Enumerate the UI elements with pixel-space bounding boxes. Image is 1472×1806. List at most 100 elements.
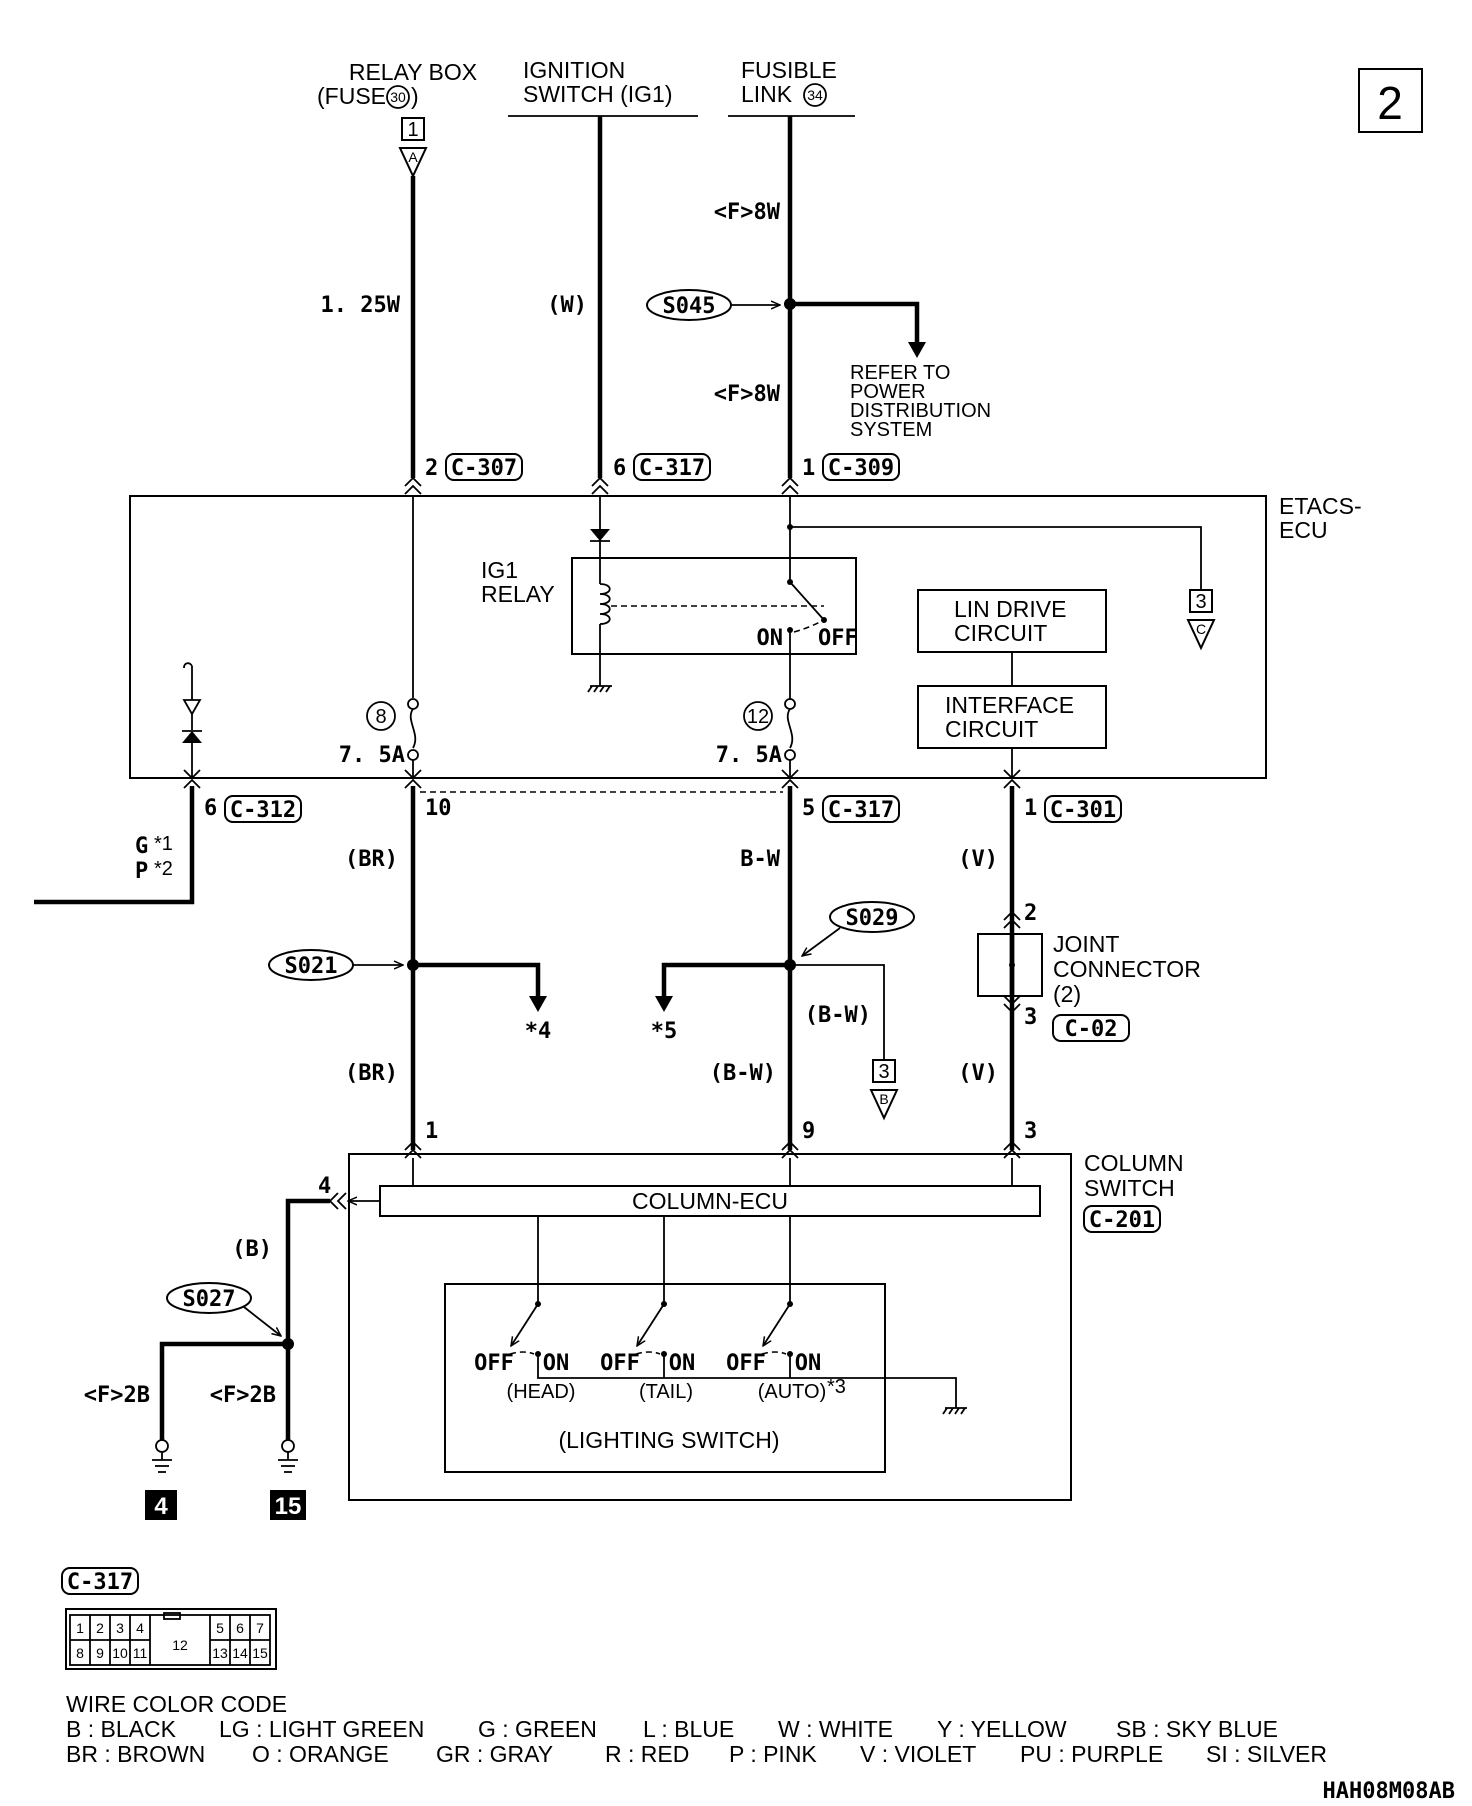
svg-text:SB : SKY BLUE: SB : SKY BLUE bbox=[1116, 1716, 1278, 1742]
ig1-relay-label: IG1 bbox=[481, 557, 518, 583]
svg-text:SWITCH (IG1): SWITCH (IG1) bbox=[523, 81, 673, 107]
column-pin-1: 1 bbox=[425, 1119, 438, 1144]
svg-text:13: 13 bbox=[212, 1645, 228, 1661]
wire-label: (V) bbox=[958, 1061, 998, 1086]
connector-c309: 1 C-309 bbox=[802, 453, 900, 481]
lighting-switch-head: OFF ON (HEAD) bbox=[474, 1216, 575, 1403]
svg-text:SYSTEM: SYSTEM bbox=[850, 419, 932, 441]
wire-label: B-W bbox=[740, 847, 780, 872]
wire-label: <F>8W bbox=[714, 382, 781, 407]
svg-text:O : ORANGE: O : ORANGE bbox=[252, 1741, 389, 1767]
wire-label: (W) bbox=[547, 293, 587, 318]
arrow-down-icon bbox=[908, 342, 926, 358]
pin-markers-column bbox=[404, 1140, 1021, 1159]
connector-c317-bottom: 5 C-317 bbox=[802, 795, 900, 823]
column-switch-label: COLUMN bbox=[1084, 1150, 1184, 1176]
svg-text:S027: S027 bbox=[183, 1287, 236, 1312]
svg-text:G : GREEN: G : GREEN bbox=[478, 1716, 597, 1742]
column-pin-3: 3 bbox=[1024, 1119, 1037, 1144]
svg-text:P: P bbox=[135, 859, 148, 884]
fuse-8-rating: 7. 5A bbox=[339, 743, 405, 768]
svg-text:FUSIBLE: FUSIBLE bbox=[741, 57, 837, 83]
svg-text:ON: ON bbox=[795, 1351, 822, 1376]
svg-text:4: 4 bbox=[154, 1493, 168, 1520]
drawing-code: HAH08M08AB bbox=[1323, 1779, 1455, 1804]
joint-pin-3: 3 bbox=[1024, 1005, 1037, 1030]
svg-text:C-301: C-301 bbox=[1050, 798, 1116, 823]
fuse-8 bbox=[407, 698, 419, 710]
svg-text:1: 1 bbox=[76, 1620, 84, 1636]
svg-text:C-309: C-309 bbox=[828, 456, 894, 481]
svg-text:): ) bbox=[411, 83, 419, 109]
connector-c02: C-02 bbox=[1052, 1014, 1130, 1042]
svg-text:3: 3 bbox=[1195, 591, 1206, 613]
joint-label: JOINT bbox=[1053, 931, 1119, 957]
lighting-switch-tail: OFF ON (TAIL) bbox=[600, 1216, 695, 1403]
svg-text:5: 5 bbox=[802, 796, 815, 821]
wire-label: <F>2B bbox=[84, 1383, 150, 1408]
wire-g-p bbox=[34, 786, 195, 905]
pin-markers-joint bbox=[1003, 910, 1021, 1014]
lin-drive-label: CIRCUIT bbox=[954, 620, 1047, 646]
lighting-switch-label: (LIGHTING SWITCH) bbox=[558, 1427, 779, 1453]
note-4: *4 bbox=[525, 1019, 552, 1044]
page-number: 2 bbox=[1358, 68, 1423, 133]
svg-text:G: G bbox=[135, 834, 148, 859]
ground-point-15: 15 bbox=[270, 1490, 306, 1520]
ig1-relay-label: RELAY bbox=[481, 581, 555, 607]
etacs-ecu-box bbox=[129, 495, 1267, 779]
svg-text:C-317: C-317 bbox=[67, 1570, 133, 1595]
svg-text:14: 14 bbox=[232, 1645, 248, 1661]
svg-text:R : RED: R : RED bbox=[605, 1741, 689, 1767]
connector-face-c317: C-317 1 2 3 4 5 6 7 8 9 10 11 12 13 14 1… bbox=[61, 1567, 277, 1670]
fuse-12-rating: 7. 5A bbox=[716, 743, 782, 768]
wire-color-legend: WIRE COLOR CODE B : BLACK LG : LIGHT GRE… bbox=[66, 1691, 1327, 1767]
svg-text:8: 8 bbox=[76, 1645, 84, 1661]
svg-text:RELAY BOX: RELAY BOX bbox=[349, 59, 477, 85]
svg-text:GR : GRAY: GR : GRAY bbox=[436, 1741, 553, 1767]
svg-text:2: 2 bbox=[425, 456, 438, 481]
interface-label: INTERFACE bbox=[945, 692, 1074, 718]
interface-label: CIRCUIT bbox=[945, 716, 1038, 742]
svg-text:OFF: OFF bbox=[600, 1351, 640, 1376]
svg-text:*2: *2 bbox=[154, 858, 173, 880]
svg-text:ON: ON bbox=[669, 1351, 696, 1376]
ground-icon bbox=[278, 1439, 298, 1473]
connector-c301: 1 C-301 bbox=[1024, 795, 1122, 823]
lighting-switch-auto: OFF ON (AUTO) *3 bbox=[726, 1216, 846, 1403]
svg-text:PU : PURPLE: PU : PURPLE bbox=[1020, 1741, 1163, 1767]
ground-point-4: 4 bbox=[145, 1490, 177, 1520]
etacs-label: ECU bbox=[1279, 517, 1328, 543]
wire-label: (B) bbox=[232, 1237, 272, 1262]
ig1-relay-box bbox=[571, 557, 857, 655]
svg-text:6: 6 bbox=[613, 456, 626, 481]
connector-c317-top: 6 C-317 bbox=[613, 453, 711, 481]
svg-text:S029: S029 bbox=[846, 906, 899, 931]
splice-s045: S045 bbox=[646, 289, 780, 321]
svg-text:BR : BROWN: BR : BROWN bbox=[66, 1741, 205, 1767]
svg-text:P : PINK: P : PINK bbox=[729, 1741, 817, 1767]
column-switch-label: SWITCH bbox=[1084, 1175, 1175, 1201]
svg-text:1: 1 bbox=[802, 456, 815, 481]
svg-text:SI : SILVER: SI : SILVER bbox=[1206, 1741, 1327, 1767]
arrow-down-icon bbox=[655, 996, 673, 1012]
svg-text:10: 10 bbox=[112, 1645, 128, 1661]
fuse-8-label: 8 bbox=[366, 701, 396, 731]
svg-text:C-317: C-317 bbox=[828, 798, 894, 823]
svg-text:3: 3 bbox=[878, 1061, 889, 1083]
svg-text:15: 15 bbox=[252, 1645, 268, 1661]
svg-text:2: 2 bbox=[1377, 77, 1403, 129]
wire-label: 1. 25W bbox=[321, 293, 401, 318]
svg-text:(TAIL): (TAIL) bbox=[639, 1381, 693, 1403]
svg-text:1: 1 bbox=[1024, 796, 1037, 821]
svg-text:B : BLACK: B : BLACK bbox=[66, 1716, 177, 1742]
fusible-link-header: FUSIBLE LINK 34 bbox=[728, 57, 855, 117]
relay-off-label: OFF bbox=[818, 626, 858, 651]
column-pin-9: 9 bbox=[802, 1119, 815, 1144]
fuse-12 bbox=[784, 698, 796, 710]
svg-text:11: 11 bbox=[133, 1645, 148, 1661]
etacs-label: ETACS- bbox=[1279, 493, 1362, 519]
pin-markers-etacs-bottom bbox=[183, 769, 1021, 789]
svg-text:C-02: C-02 bbox=[1065, 1017, 1118, 1042]
svg-text:V : VIOLET: V : VIOLET bbox=[860, 1741, 976, 1767]
